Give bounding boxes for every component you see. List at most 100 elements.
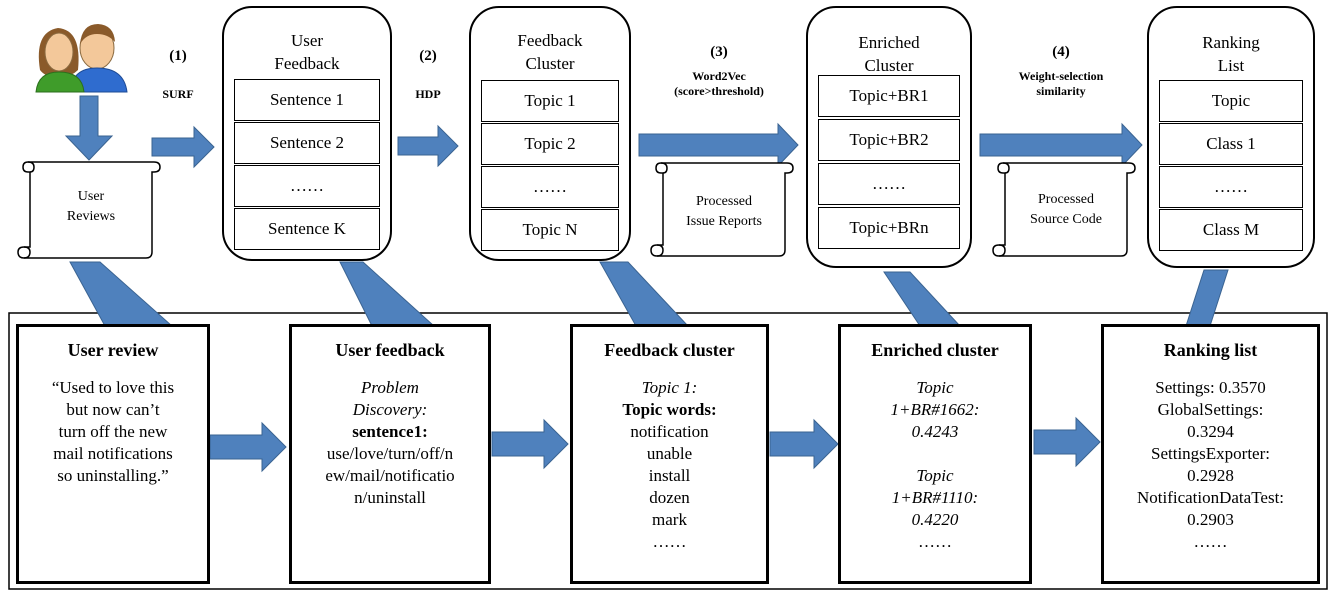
column-title: Ranking: [1202, 33, 1260, 52]
example-line: dozen: [649, 488, 690, 507]
example-line: 0.2903: [1187, 510, 1234, 529]
example-line: ew/mail/notificatio: [325, 466, 455, 485]
step-number: (4): [1052, 44, 1070, 60]
column-title: Cluster: [525, 54, 575, 73]
cell: ……: [481, 166, 619, 208]
example-line: Topic: [916, 378, 954, 397]
step-label: SURF: [162, 87, 194, 101]
arrow-step4: [979, 122, 1143, 168]
callout-enriched-cluster: [883, 271, 962, 327]
cell: ……: [818, 163, 960, 205]
cell: Topic+BR2: [818, 119, 960, 161]
cell: Topic 1: [481, 80, 619, 122]
example-line: turn off the new: [58, 422, 168, 441]
scroll-line: Reviews: [66, 209, 116, 224]
cell: ……: [1159, 166, 1303, 208]
callout-feedback-cluster: [599, 261, 690, 327]
cell: Class 1: [1159, 123, 1303, 165]
scroll-source-code-text: Processed Source Code: [1007, 190, 1125, 230]
example-line: GlobalSettings:: [1157, 400, 1264, 419]
example-line: mark: [652, 510, 687, 529]
step-label: Word2Vec: [692, 69, 746, 83]
cell: ……: [234, 165, 380, 207]
example-line: unable: [646, 444, 693, 463]
example-user-feedback: User feedback Problem Discovery: sentenc…: [289, 324, 491, 584]
bottom-arrow-1: [209, 421, 287, 473]
step-2: (2) HDP: [400, 48, 456, 102]
example-heading: Enriched cluster: [871, 340, 999, 360]
arrow-step2: [397, 124, 459, 168]
example-line: Topic words:: [622, 400, 717, 419]
example-line: 0.3294: [1187, 422, 1234, 441]
scroll-line: Processed: [696, 194, 752, 209]
example-line: SettingsExporter:: [1151, 444, 1270, 463]
example-enriched-cluster: Enriched cluster Topic 1+BR#1662: 0.4243…: [838, 324, 1032, 584]
arrow-step1: [151, 125, 215, 169]
step-4: (4) Weight-selection similarity: [982, 44, 1140, 99]
example-line: ……: [918, 532, 952, 551]
column-feedback-cluster: Feedback Cluster Topic 1 Topic 2 …… Topi…: [469, 6, 631, 261]
column-title: Feedback: [274, 54, 340, 73]
scroll-line: Source Code: [1030, 212, 1102, 227]
bottom-arrow-3: [769, 418, 839, 470]
scroll-issue-reports: [650, 162, 794, 257]
arrow-step3: [638, 122, 799, 168]
step-1: (1) SURF: [150, 48, 206, 102]
example-line: 0.2928: [1187, 466, 1234, 485]
example-line: ……: [1193, 532, 1228, 551]
column-title: User: [290, 31, 324, 50]
example-line: mail notifications: [53, 444, 173, 463]
example-heading: Ranking list: [1163, 340, 1258, 360]
cell: Topic N: [481, 209, 619, 251]
example-line: n/uninstall: [354, 488, 426, 507]
column-title: Cluster: [864, 56, 914, 75]
example-line: Topic: [916, 466, 954, 485]
example-line: NotificationDataTest:: [1136, 488, 1285, 507]
example-line: use/love/turn/off/n: [326, 444, 454, 463]
step-number: (1): [169, 48, 187, 64]
example-heading: Feedback cluster: [604, 340, 735, 360]
example-line: sentence1:: [352, 422, 428, 441]
down-arrow: [64, 95, 114, 161]
example-user-review: User review “Used to love this but now c…: [16, 324, 210, 584]
step-label: HDP: [415, 87, 441, 101]
column-enriched-cluster: Enriched Cluster Topic+BR1 Topic+BR2 …… …: [806, 6, 972, 268]
example-line: 0.4220: [911, 510, 959, 529]
callout-user-review: [69, 261, 174, 327]
example-line: notification: [630, 422, 709, 441]
cell: Class M: [1159, 209, 1303, 251]
example-line: 1+BR#1110:: [891, 488, 979, 507]
cell: Topic+BRn: [818, 207, 960, 249]
cell: Sentence K: [234, 208, 380, 250]
example-line: 1+BR#1662:: [890, 400, 980, 419]
example-line: ……: [652, 532, 687, 551]
example-line: Problem: [361, 378, 419, 397]
scroll-user-reviews: [17, 161, 161, 259]
example-line: Settings: 0.3570: [1155, 378, 1266, 397]
example-heading: User feedback: [335, 340, 445, 360]
callout-user-feedback: [339, 261, 436, 327]
cell: Sentence 2: [234, 122, 380, 164]
example-ranking-list: Ranking list Settings: 0.3570 GlobalSett…: [1101, 324, 1320, 584]
column-title: List: [1217, 56, 1245, 75]
step-number: (2): [419, 48, 437, 64]
scroll-issue-reports-text: Processed Issue Reports: [665, 192, 783, 232]
scroll-line: Issue Reports: [686, 214, 762, 229]
example-line: Topic 1:: [641, 378, 698, 397]
example-line: “Used to love this: [51, 378, 175, 397]
cell: Topic: [1159, 80, 1303, 122]
example-feedback-cluster: Feedback cluster Topic 1: Topic words: n…: [570, 324, 769, 584]
example-line: so uninstalling.”: [57, 466, 169, 485]
step-label: (score>threshold): [674, 84, 764, 98]
scroll-source-code: [992, 162, 1136, 257]
step-label: Weight-selection: [1018, 69, 1104, 83]
step-label: similarity: [1036, 84, 1086, 98]
column-title: Enriched: [858, 33, 920, 52]
example-spacer: [841, 443, 1029, 465]
step-3: (3) Word2Vec (score>threshold): [640, 44, 798, 99]
cell: Topic+BR1: [818, 75, 960, 117]
column-user-feedback: User Feedback Sentence 1 Sentence 2 …… S…: [222, 6, 392, 261]
example-heading: User review: [67, 340, 159, 360]
step-number: (3): [710, 44, 728, 60]
